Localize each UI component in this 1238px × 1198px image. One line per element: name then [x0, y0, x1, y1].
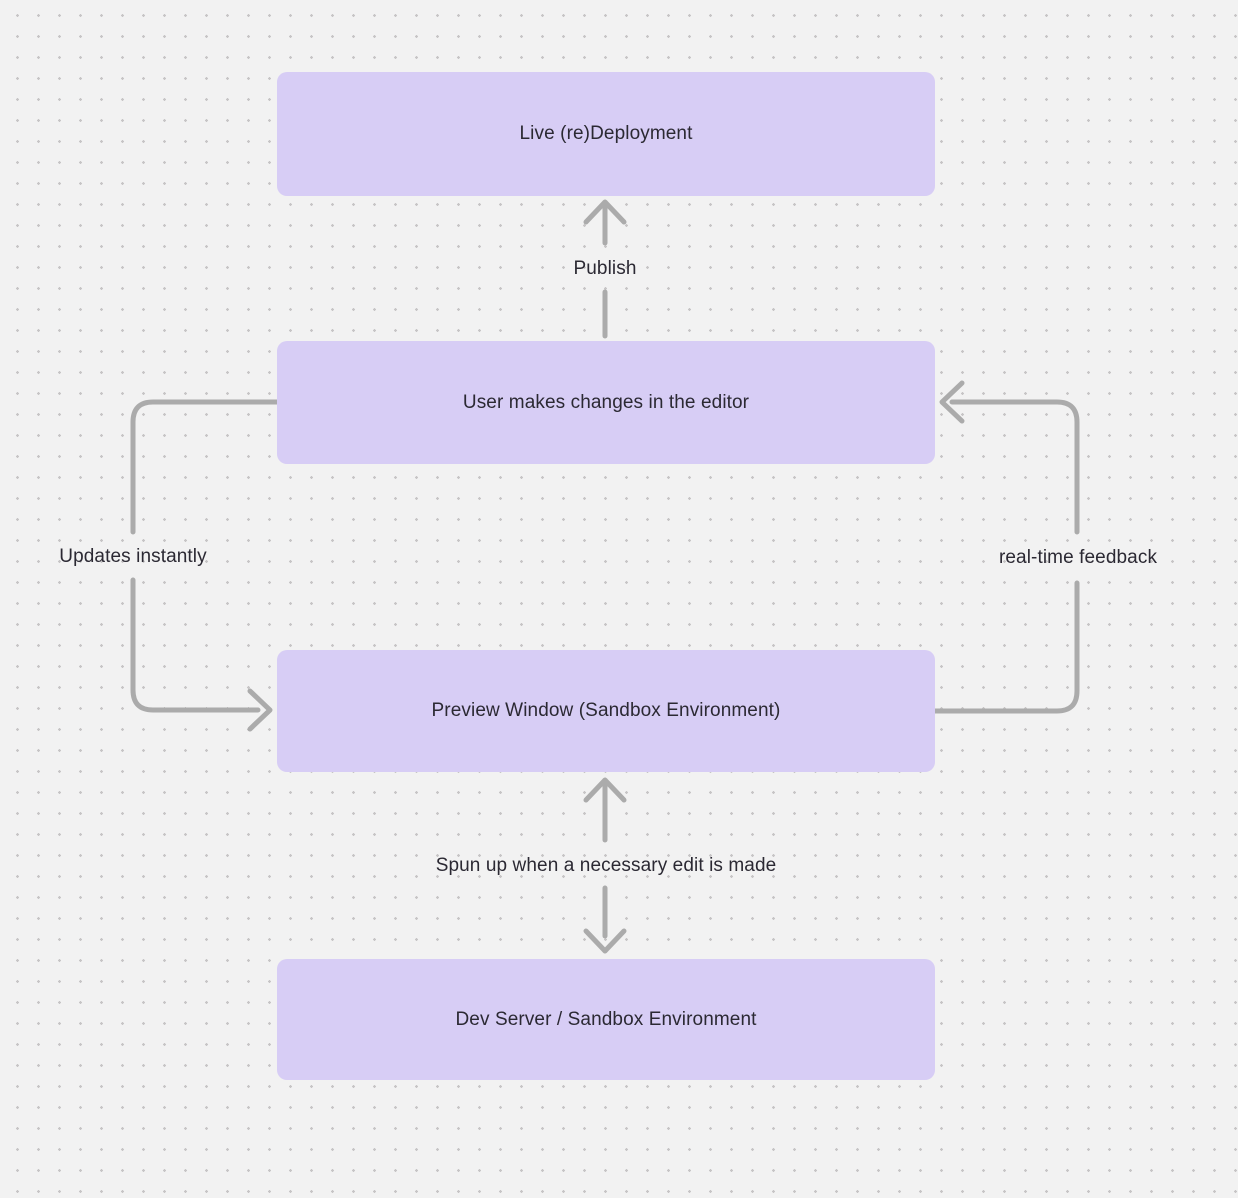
arrowhead-right-icon [247, 688, 273, 732]
connector-updates-lower [130, 577, 261, 713]
node-label: Live (re)Deployment [519, 123, 693, 144]
node-user-editor[interactable]: User makes changes in the editor [277, 341, 935, 464]
arrowhead-up-icon [583, 777, 627, 803]
edge-label-publish: Publish [573, 258, 637, 279]
node-label: Dev Server / Sandbox Environment [455, 1008, 757, 1030]
arrowhead-down-icon [583, 928, 627, 954]
connector-updates-upper [130, 399, 280, 535]
edge-label-realtime-feedback: real-time feedback [998, 547, 1158, 568]
edge-label-updates-instantly: Updates instantly [59, 546, 207, 567]
node-live-redeployment[interactable]: Live (re)Deployment [277, 72, 935, 196]
arrowhead-up-icon [583, 199, 627, 225]
arrowhead-left-icon [939, 380, 965, 424]
node-label: User makes changes in the editor [462, 391, 750, 413]
node-dev-server[interactable]: Dev Server / Sandbox Environment [277, 959, 935, 1080]
edge-label-spun-up: Spun up when a necessary edit is made [435, 855, 777, 876]
connector-realtime-upper [949, 399, 1080, 535]
node-preview-window[interactable]: Preview Window (Sandbox Environment) [277, 650, 935, 772]
node-label: Preview Window (Sandbox Environment) [431, 700, 781, 721]
connector-realtime-lower [932, 580, 1080, 714]
